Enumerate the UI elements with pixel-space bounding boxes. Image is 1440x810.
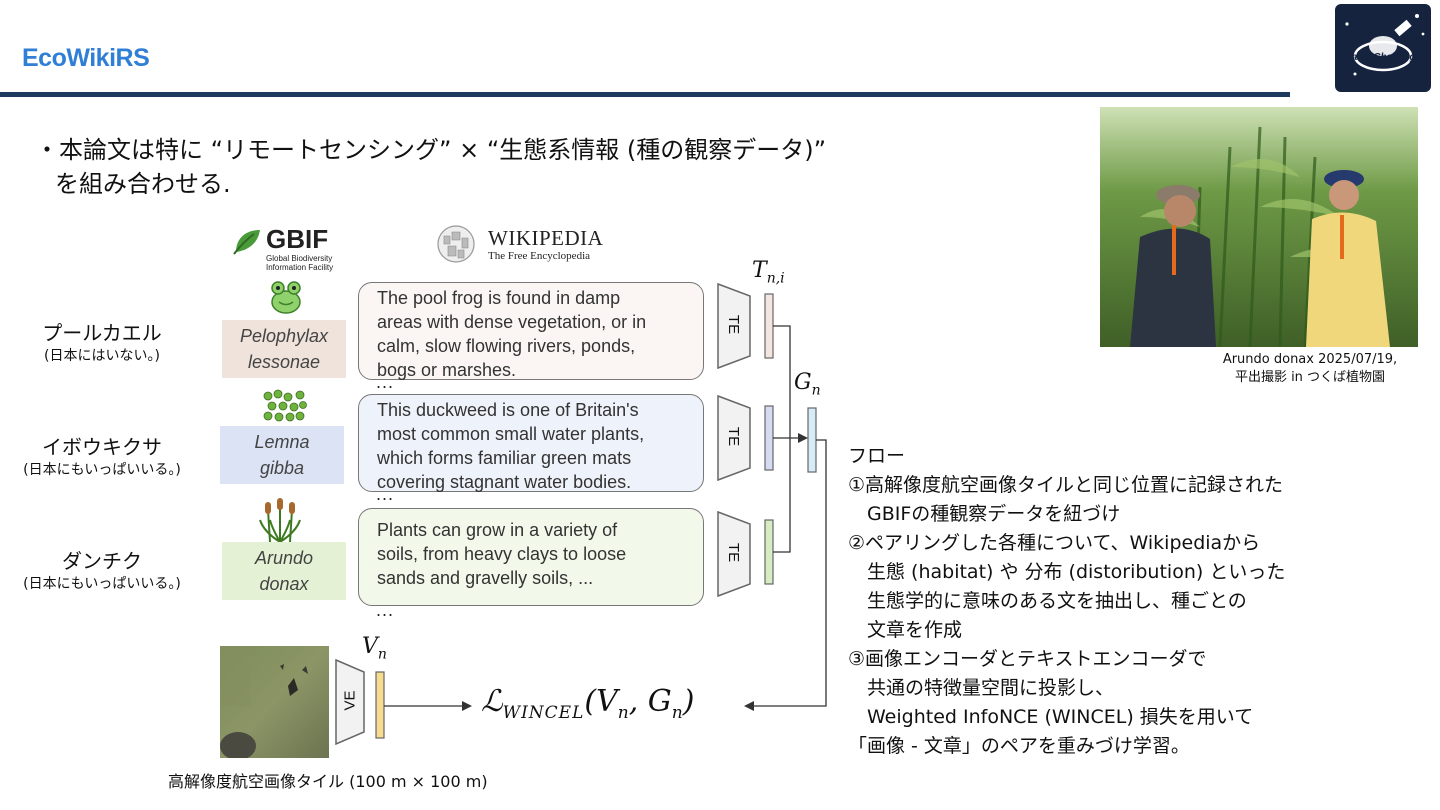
- ellipsis-1: ...: [376, 372, 395, 392]
- wiki-text-line: calm, slow flowing rivers, ponds,: [377, 336, 636, 356]
- wiki-text-line: which forms familiar green mats: [377, 448, 632, 468]
- species-note: (日本にはいない。): [44, 348, 160, 364]
- text-embedding-bar-1: [764, 293, 774, 359]
- slide-title: EcoWikiRS: [22, 44, 150, 72]
- duckweed-icon: [263, 389, 307, 422]
- person-right: [1306, 170, 1390, 347]
- species-label-frog: プールカエル (日本にはいない。): [12, 320, 192, 366]
- wiki-text-line: most common small water plants,: [377, 424, 645, 444]
- gbif-leaf-icon: [233, 230, 260, 255]
- flow-line: 「画像 - 文章」のペアを重みづけ学習。: [848, 735, 1190, 757]
- intro-line-1: ・本論文は特に “リモートセンシング” × “生態系情報 (種の観察データ)”: [35, 136, 827, 164]
- wikipedia-name: WIKIPEDIA: [488, 226, 604, 250]
- vn-embedding-bar: [375, 671, 385, 739]
- wiki-text-box-reed: Plants can grow in a variety of soils, f…: [358, 508, 704, 606]
- flow-line: GBIFの種観察データを紐づけ: [848, 503, 1121, 525]
- photo-caption-line-2: 平出撮影 in つくば植物園: [1234, 370, 1386, 385]
- aerial-caption: 高解像度航空画像タイル (100 m × 100 m): [168, 772, 488, 791]
- species-sci-name-1: Lemna: [254, 432, 310, 452]
- text-encoder-1: [717, 282, 751, 370]
- species-box-duckweed: Lemna gibba: [220, 426, 344, 484]
- te-label: TE: [725, 542, 743, 563]
- text-encoder-shapes: [335, 282, 751, 746]
- wiki-text-line: Plants can grow in a variety of: [377, 520, 618, 540]
- arundo-photo: [1100, 107, 1418, 347]
- flow-line: Weighted InfoNCE (WINCEL) 損失を用いて: [848, 706, 1254, 728]
- wikipedia-globe-icon: [437, 225, 475, 263]
- wikipedia-logo: WIKIPEDIA The Free Encyclopedia: [436, 224, 616, 270]
- species-note: (日本にもいっぱいいる。): [23, 462, 181, 478]
- species-label-reed: ダンチク (日本にもいっぱいいる。): [2, 548, 202, 594]
- species-jp-name: プールカエル: [42, 321, 162, 345]
- person-left: [1130, 185, 1216, 347]
- wiki-text-line: covering stagnant water bodies.: [377, 472, 632, 492]
- te-label: TE: [725, 314, 743, 335]
- flow-line: ②ペアリングした各種について、Wikipediaから: [848, 532, 1261, 554]
- wiki-text-line: soils, from heavy clays to loose: [377, 544, 627, 564]
- species-box-reed: Arundo donax: [222, 542, 346, 600]
- species-sci-name-2: lessonae: [247, 352, 321, 372]
- text-encoder-3: [717, 510, 751, 598]
- photo-caption: Arundo donax 2025/07/19, 平出撮影 in つくば植物園: [1180, 351, 1440, 387]
- wiki-text-line: sands and gravelly soils, ...: [377, 568, 594, 588]
- challenge-logo-icon: SatAI Challenge: [1345, 14, 1425, 76]
- species-sci-name-1: Arundo: [254, 548, 314, 568]
- photo-caption-line-1: Arundo donax 2025/07/19,: [1222, 352, 1398, 367]
- wiki-text-line: bogs or marshes.: [377, 360, 517, 380]
- header-rule: [0, 92, 1290, 97]
- species-sci-name-2: donax: [259, 574, 309, 594]
- wiki-text-box-duckweed: This duckweed is one of Britain's most c…: [358, 394, 704, 492]
- gbif-name: GBIF: [266, 224, 329, 254]
- aerial-image: [220, 646, 329, 758]
- species-note: (日本にもいっぱいいる。): [23, 576, 181, 592]
- gbif-sub-1: Global Biodiversity: [266, 254, 333, 263]
- vision-encoder: [335, 658, 365, 746]
- field-photo: [1100, 107, 1418, 347]
- flow-line: ①高解像度航空画像タイルと同じ位置に記録された: [848, 474, 1284, 496]
- wikipedia-sub: The Free Encyclopedia: [488, 250, 591, 262]
- flow-line: ③画像エンコーダとテキストエンコーダで: [848, 648, 1207, 670]
- intro-line-2: を組み合わせる.: [55, 170, 231, 198]
- species-sci-name-2: gibba: [259, 458, 305, 478]
- wiki-text-line: The pool frog is found in damp: [377, 288, 621, 308]
- reed-icon: [259, 498, 301, 542]
- text-embedding-bar-3: [764, 519, 774, 585]
- flow-line: 生態学的に意味のある文を抽出し、種ごとの: [848, 590, 1247, 612]
- ve-label: VE: [341, 690, 359, 711]
- v-n-label: Vn: [362, 634, 387, 663]
- text-embedding-bar-2: [764, 405, 774, 471]
- challenge-logo: SatAI Challenge: [1335, 4, 1431, 92]
- aerial-image-tile: [220, 646, 329, 758]
- species-jp-name: イボウキクサ: [42, 435, 162, 459]
- flow-line: 文章を作成: [848, 619, 963, 641]
- loss-formula: ℒWINCEL(Vn, Gn): [481, 684, 695, 723]
- species-sci-name-1: Pelophylax: [239, 326, 329, 346]
- flow-line: フロー: [848, 445, 906, 467]
- text-encoder-2: [717, 394, 751, 482]
- gbif-logo: GBIF Global Biodiversity Information Fac…: [232, 224, 352, 276]
- g-n-label: Gn: [794, 370, 821, 399]
- wiki-text-box-frog: The pool frog is found in damp areas wit…: [358, 282, 704, 380]
- wiki-text-line: areas with dense vegetation, or in: [377, 312, 647, 332]
- flow-line: 生態 (habitat) や 分布 (distoribution) といった: [848, 561, 1286, 583]
- challenge-logo-text: SatAI Challenge: [1345, 52, 1422, 63]
- t-ni-label: Tn,i: [752, 258, 785, 287]
- flow-description: フロー ①高解像度航空画像タイルと同じ位置に記録された GBIFの種観察データを…: [848, 442, 1285, 761]
- gbif-sub-2: Information Facility: [266, 263, 334, 272]
- frog-icon: [271, 281, 301, 314]
- wiki-text-line: This duckweed is one of Britain's: [377, 400, 639, 420]
- ellipsis-3: ...: [376, 600, 395, 620]
- species-label-duckweed: イボウキクサ (日本にもいっぱいいる。): [2, 434, 202, 480]
- species-box-frog: Pelophylax lessonae: [222, 320, 346, 378]
- ellipsis-2: ...: [376, 484, 395, 504]
- flow-line: 共通の特徴量空間に投影し、: [848, 677, 1115, 699]
- gn-embedding-bar: [807, 407, 817, 473]
- species-jp-name: ダンチク: [62, 549, 142, 573]
- te-label: TE: [725, 426, 743, 447]
